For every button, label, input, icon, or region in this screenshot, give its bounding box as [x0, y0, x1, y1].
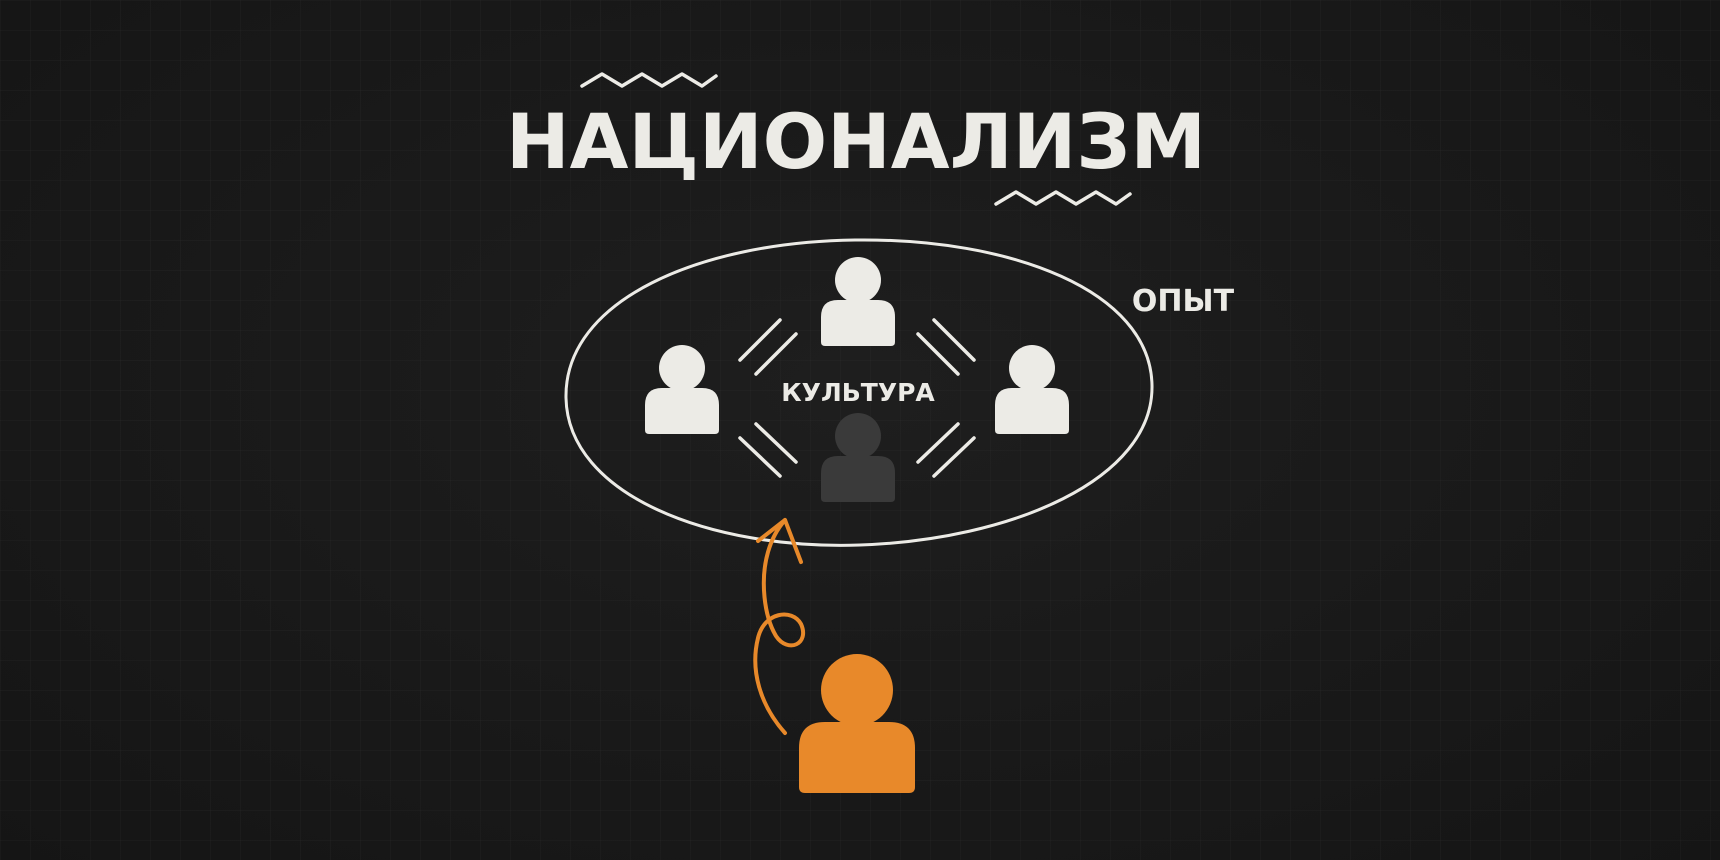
empty-place-person-icon — [821, 413, 895, 502]
person-icon — [821, 257, 895, 346]
curly-arrow-icon — [753, 518, 805, 735]
zigzag-bottom-icon — [994, 190, 1132, 206]
connection-bottom-right — [916, 422, 976, 478]
group-boundary — [564, 238, 1154, 547]
connection-top-right — [916, 318, 976, 376]
arrow-head-icon — [756, 518, 803, 564]
newcomer-person-icon — [799, 654, 915, 793]
zigzag-top-icon — [580, 72, 718, 88]
culture-label: КУЛЬТУРА — [781, 378, 935, 407]
title: НАЦИОНАЛИЗМ — [506, 97, 1206, 186]
person-icon — [995, 345, 1069, 434]
connection-top-left — [738, 318, 798, 376]
person-icon — [645, 345, 719, 434]
experience-label: ОПЫТ — [1132, 284, 1235, 319]
connection-bottom-left — [738, 422, 798, 478]
